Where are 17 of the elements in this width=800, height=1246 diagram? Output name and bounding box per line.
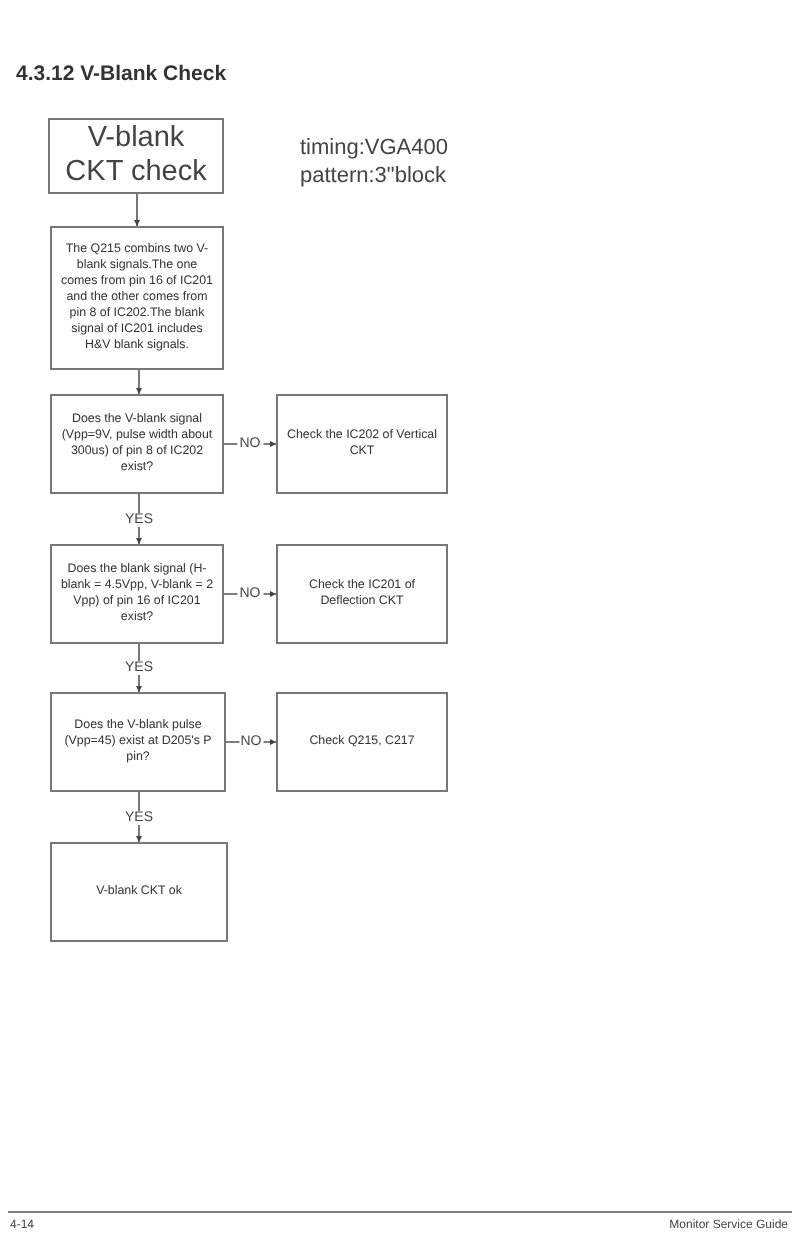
box-text: V-blank CKT check (63, 121, 209, 191)
process-box (50, 544, 224, 644)
process-box (276, 544, 448, 644)
process-box (50, 226, 224, 370)
process-box (276, 394, 448, 494)
arrow (135, 791, 143, 843)
start-box (48, 118, 224, 194)
arrow (135, 493, 143, 545)
diagram-note: timing:VGA400 pattern:3"block (300, 136, 450, 191)
process-box (50, 692, 226, 792)
section-heading: 4.3.12 V-Blank Check (16, 62, 227, 86)
process-box (50, 842, 228, 942)
process-box (50, 394, 224, 494)
arrow (135, 369, 143, 395)
arrow (133, 193, 141, 227)
arrow (135, 643, 143, 693)
process-box (276, 692, 448, 792)
